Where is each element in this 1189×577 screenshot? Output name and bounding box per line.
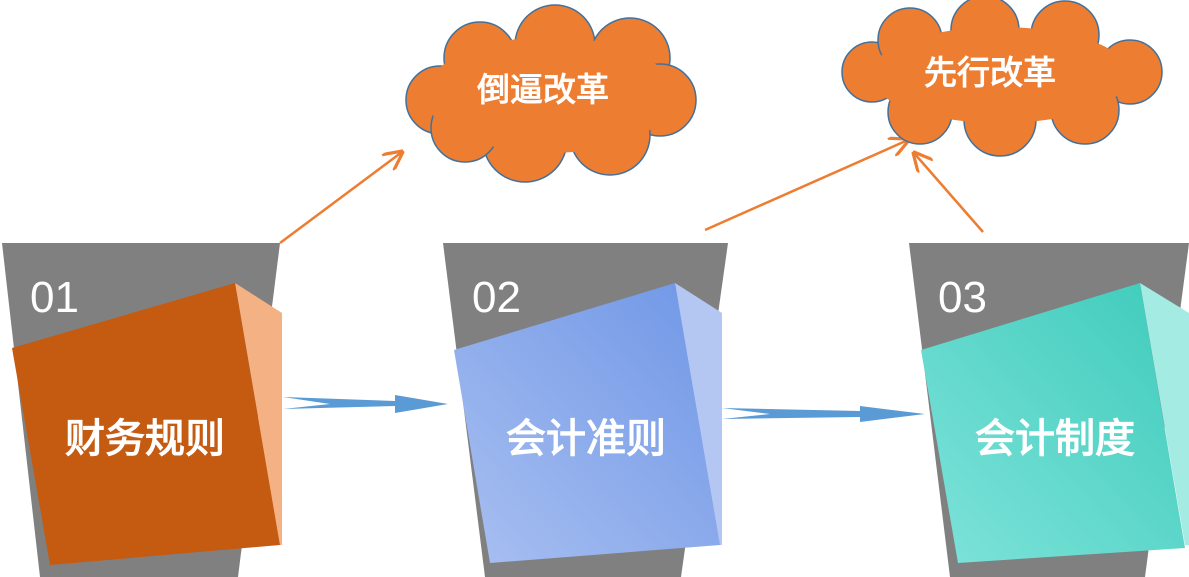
arrow-to-cloud-1 xyxy=(279,152,402,245)
step-3: 03 会计制度 xyxy=(909,243,1189,577)
arrow-to-cloud-2b xyxy=(914,153,984,233)
step-2-side xyxy=(675,283,722,545)
step-2-front xyxy=(454,283,720,563)
cloud-1-label: 倒逼改革 xyxy=(476,70,609,109)
cloud-2: 先行改革 xyxy=(841,0,1163,157)
step-2-number: 02 xyxy=(472,273,521,322)
flow-arrow-1-2 xyxy=(283,395,448,413)
step-1-number: 01 xyxy=(30,273,79,322)
step-3-number: 03 xyxy=(938,273,987,322)
flow-arrow-2-3 xyxy=(722,406,925,422)
step-2-label: 会计准则 xyxy=(506,416,666,462)
step-3-side xyxy=(1140,283,1189,545)
step-3-label: 会计制度 xyxy=(975,416,1135,462)
step-1-side xyxy=(235,283,282,545)
arrow-to-cloud-2a xyxy=(704,140,908,232)
step-3-front xyxy=(921,283,1185,563)
step-1-front xyxy=(12,283,280,565)
step-2: 02 会计准则 xyxy=(443,243,728,577)
step-1-label: 财务规则 xyxy=(65,416,225,462)
cloud-2-label: 先行改革 xyxy=(924,53,1056,92)
cloud-1: 倒逼改革 xyxy=(405,4,697,183)
step-1: 01 财务规则 xyxy=(2,243,282,577)
